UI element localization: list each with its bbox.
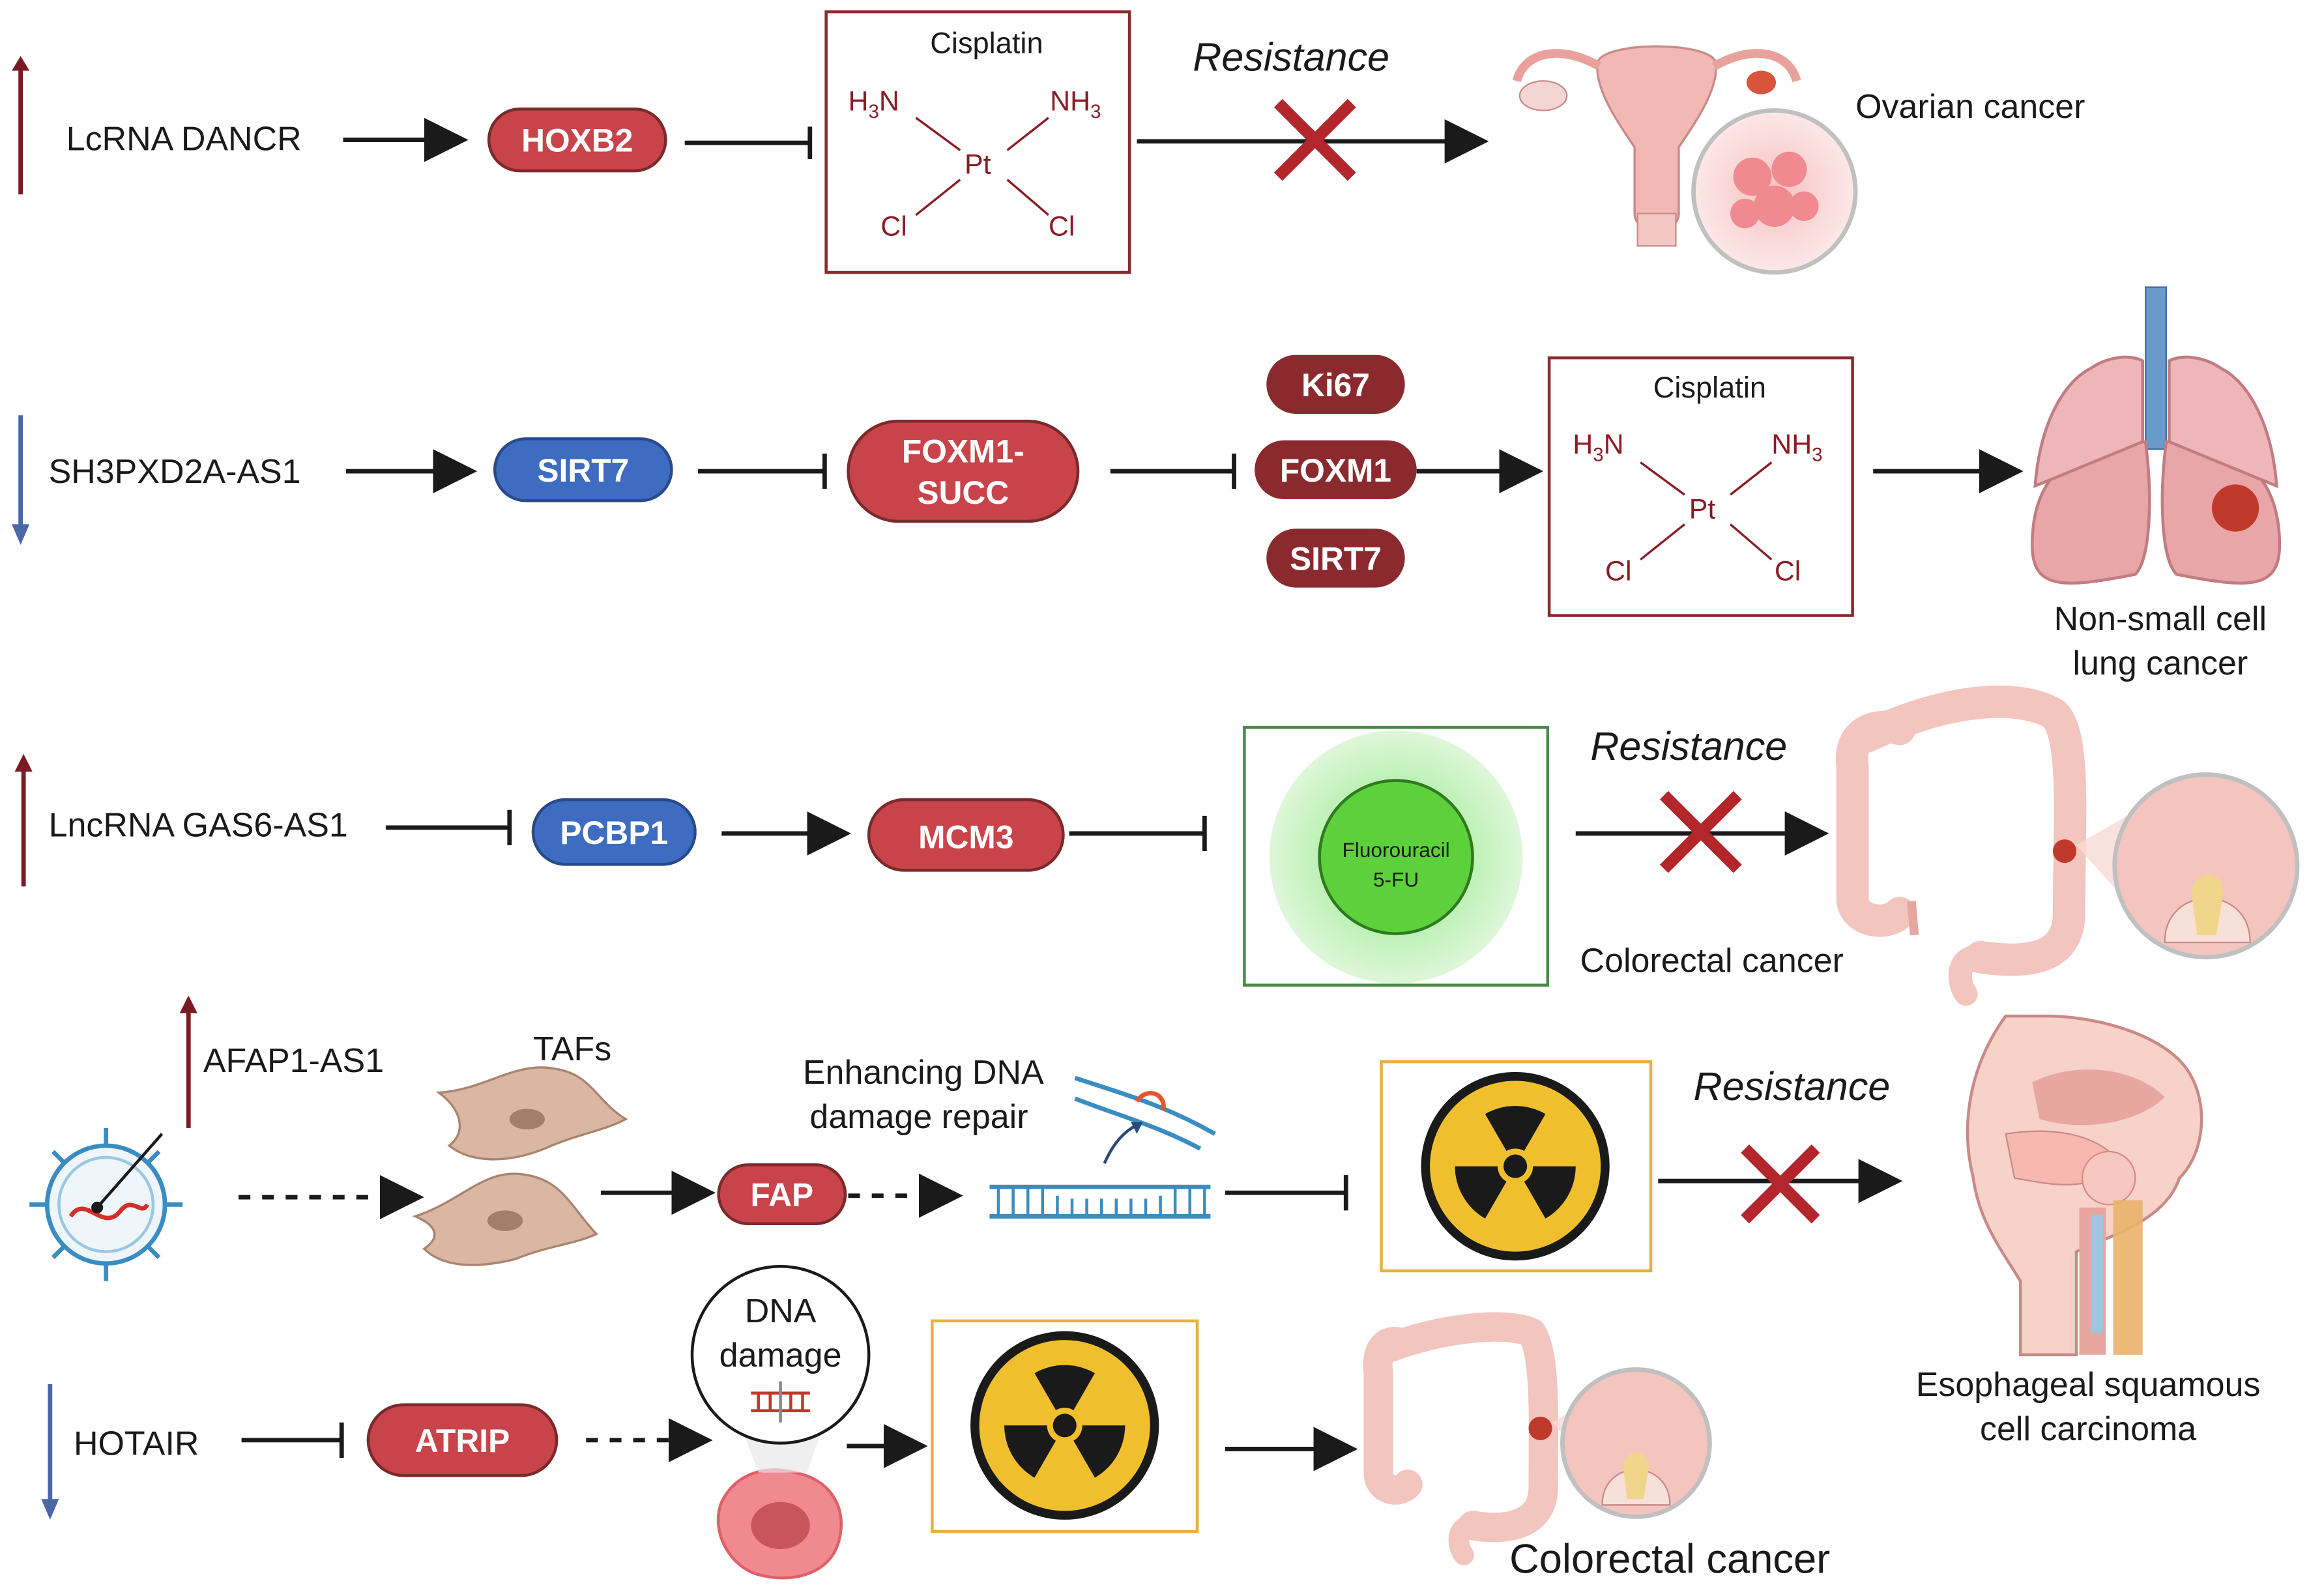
cisplatin-box: Cisplatin H3N NH3 Pt Cl Cl [824, 10, 1131, 274]
cancer-label-line1: Esophageal squamous [1916, 1366, 2261, 1404]
resistance-label: Resistance [1590, 724, 1787, 768]
radiation-icon [1421, 1071, 1610, 1261]
pt-label: Pt [1689, 493, 1716, 525]
gene-label: SH3PXD2A-AS1 [49, 453, 301, 491]
radiation-box [931, 1319, 1199, 1533]
colon-icon [1835, 686, 2300, 1006]
cisplatin-box: Cisplatin H3N NH3 Pt Cl Cl [1547, 356, 1854, 617]
atrip-label: ATRIP [415, 1423, 510, 1459]
cl-left: Cl [1605, 555, 1632, 587]
damage-label: damage [719, 1337, 842, 1374]
sirt7-marker-pill [1266, 529, 1405, 588]
pt-label: Pt [965, 149, 991, 181]
sirt7-marker-label: SIRT7 [1290, 540, 1382, 577]
exosome-icon [29, 1127, 183, 1281]
cancer-label-line2: cell carcinoma [1980, 1410, 2196, 1448]
cancer-label: Ovarian cancer [1855, 88, 2085, 126]
row-escc: AFAP1-AS1 TAFs FAP Enhanc [29, 995, 2261, 1448]
pcbp1-label: PCBP1 [560, 815, 668, 851]
cancer-label: Colorectal cancer [1580, 942, 1844, 979]
mcm3-label: MCM3 [918, 819, 1013, 856]
cross-icon [1659, 791, 1742, 873]
cancer-label: Colorectal cancer [1509, 1536, 1830, 1582]
sirt7-label: SIRT7 [537, 452, 629, 489]
cross-icon [1273, 98, 1356, 181]
gene-label: HOTAIR [74, 1425, 199, 1462]
tafs-label: TAFs [533, 1030, 611, 1068]
fap-pill [717, 1163, 847, 1225]
gene-label: LcRNA DANCR [66, 120, 302, 158]
row-ovarian: LcRNA DANCR HOXB2 Cisplatin H3N NH3 Pt C… [12, 10, 2085, 275]
lung-icon [2030, 286, 2282, 585]
nh3-label: NH3 [1050, 85, 1101, 122]
dna-label: DNA [745, 1292, 817, 1330]
mcm3-pill [867, 798, 1065, 872]
cancer-label-line1: Non-small cell [2054, 600, 2267, 638]
ovary-icon [1512, 45, 1858, 275]
radiation-icon [970, 1331, 1159, 1520]
cl-right: Cl [1775, 555, 1801, 587]
pcbp1-pill [531, 798, 697, 866]
foxm1-succ-pill [847, 419, 1080, 523]
cl-right: Cl [1049, 211, 1075, 242]
ki67-label: Ki67 [1301, 367, 1370, 403]
resistance-label: Resistance [1193, 35, 1389, 79]
gene-label: AFAP1-AS1 [203, 1042, 384, 1080]
drug-name-line1: Fluorouracil [1342, 838, 1449, 862]
foxm1-succ-line1: FOXM1- [902, 433, 1024, 470]
h3n-label: H3N [849, 85, 899, 122]
row-nsclc: SH3PXD2A-AS1 SIRT7 FOXM1- SUCC Ki67 FOXM… [12, 286, 2282, 682]
ki67-pill [1266, 355, 1405, 414]
cross-icon [1741, 1144, 1820, 1224]
radiation-box [1380, 1060, 1653, 1273]
sirt7-pill [493, 437, 673, 502]
dna-damage-bubble: DNA damage [690, 1264, 871, 1445]
cancer-label-line2: lung cancer [2072, 645, 2248, 682]
drug-name: Cisplatin [930, 26, 1043, 59]
foxm1-pill [1255, 440, 1417, 500]
gene-label: LncRNA GAS6-AS1 [49, 806, 348, 844]
cl-left: Cl [880, 211, 907, 242]
fluorouracil-box: Fluorouracil 5-FU [1243, 725, 1550, 987]
atrip-pill [366, 1403, 559, 1477]
foxm1-succ-line2: SUCC [917, 474, 1009, 511]
hoxb2-pill [487, 107, 667, 173]
fibroblast-icon [412, 1066, 628, 1266]
throat-icon [1966, 1014, 2203, 1357]
foxm1-label: FOXM1 [1280, 452, 1391, 489]
resistance-label: Resistance [1694, 1064, 1891, 1109]
fap-label: FAP [751, 1177, 814, 1213]
colon-icon [1363, 1312, 1712, 1565]
process-label-line2: damage repair [809, 1098, 1028, 1136]
row-colorectal-5fu: LncRNA GAS6-AS1 PCBP1 MCM3 Fluorouracil … [14, 686, 2300, 1006]
process-label-line1: Enhancing DNA [803, 1054, 1044, 1092]
drug-name: Cisplatin [1653, 371, 1766, 404]
hoxb2-label: HOXB2 [521, 123, 633, 159]
drug-name-line2: 5-FU [1373, 867, 1419, 891]
h3n-label: H3N [1573, 429, 1623, 465]
damaged-dna-icon [751, 1381, 810, 1423]
nh3-label: NH3 [1771, 429, 1822, 465]
dna-icon [989, 1075, 1216, 1219]
row-colorectal-radio: HOTAIR ATRIP DNA damage [41, 1264, 1830, 1582]
